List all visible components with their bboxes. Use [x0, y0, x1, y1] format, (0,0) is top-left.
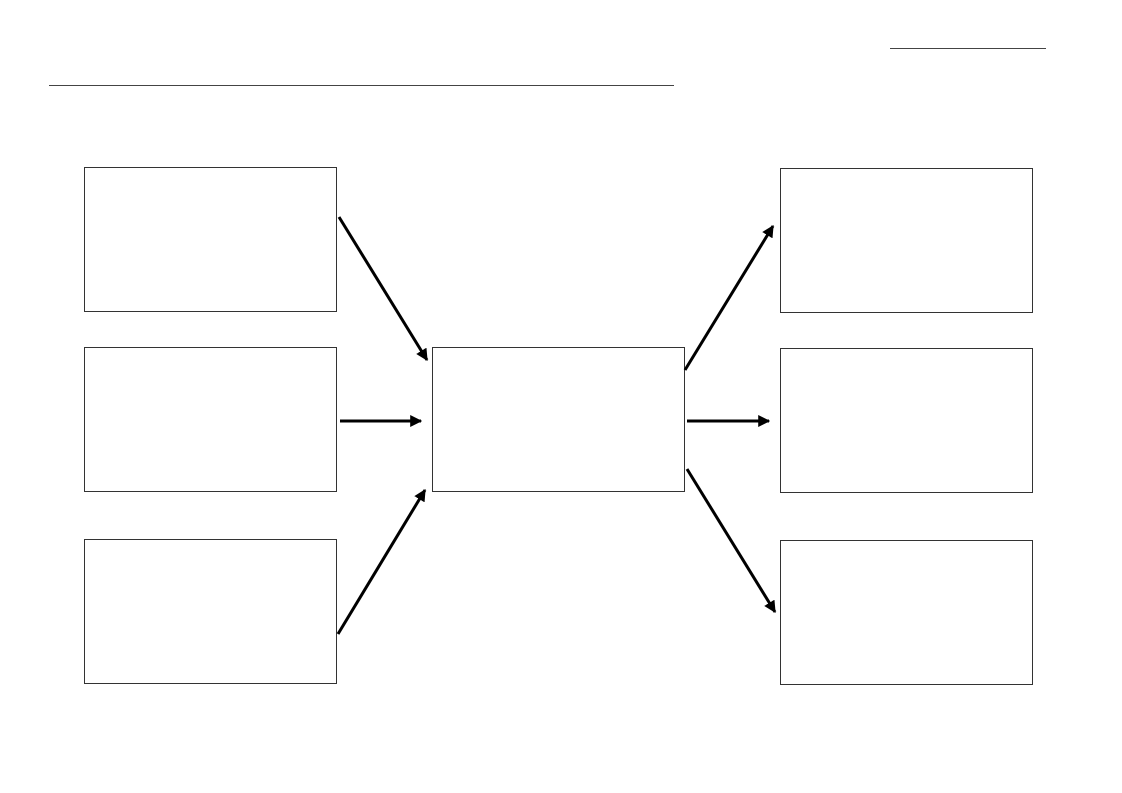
arrow-cause-top-to-center	[337, 216, 429, 362]
center-box	[432, 347, 685, 492]
cause-box-top	[84, 167, 337, 312]
arrow-center-to-effect-bottom	[685, 468, 777, 614]
effect-box-top	[780, 168, 1033, 313]
effect-box-middle	[780, 348, 1033, 493]
date-line	[890, 48, 1046, 49]
arrow-cause-bottom-to-center	[336, 488, 427, 635]
cause-box-bottom	[84, 539, 337, 684]
title-line	[49, 85, 674, 86]
arrow-center-to-effect-top	[683, 224, 775, 371]
cause-box-middle	[84, 347, 337, 492]
effect-box-bottom	[780, 540, 1033, 685]
